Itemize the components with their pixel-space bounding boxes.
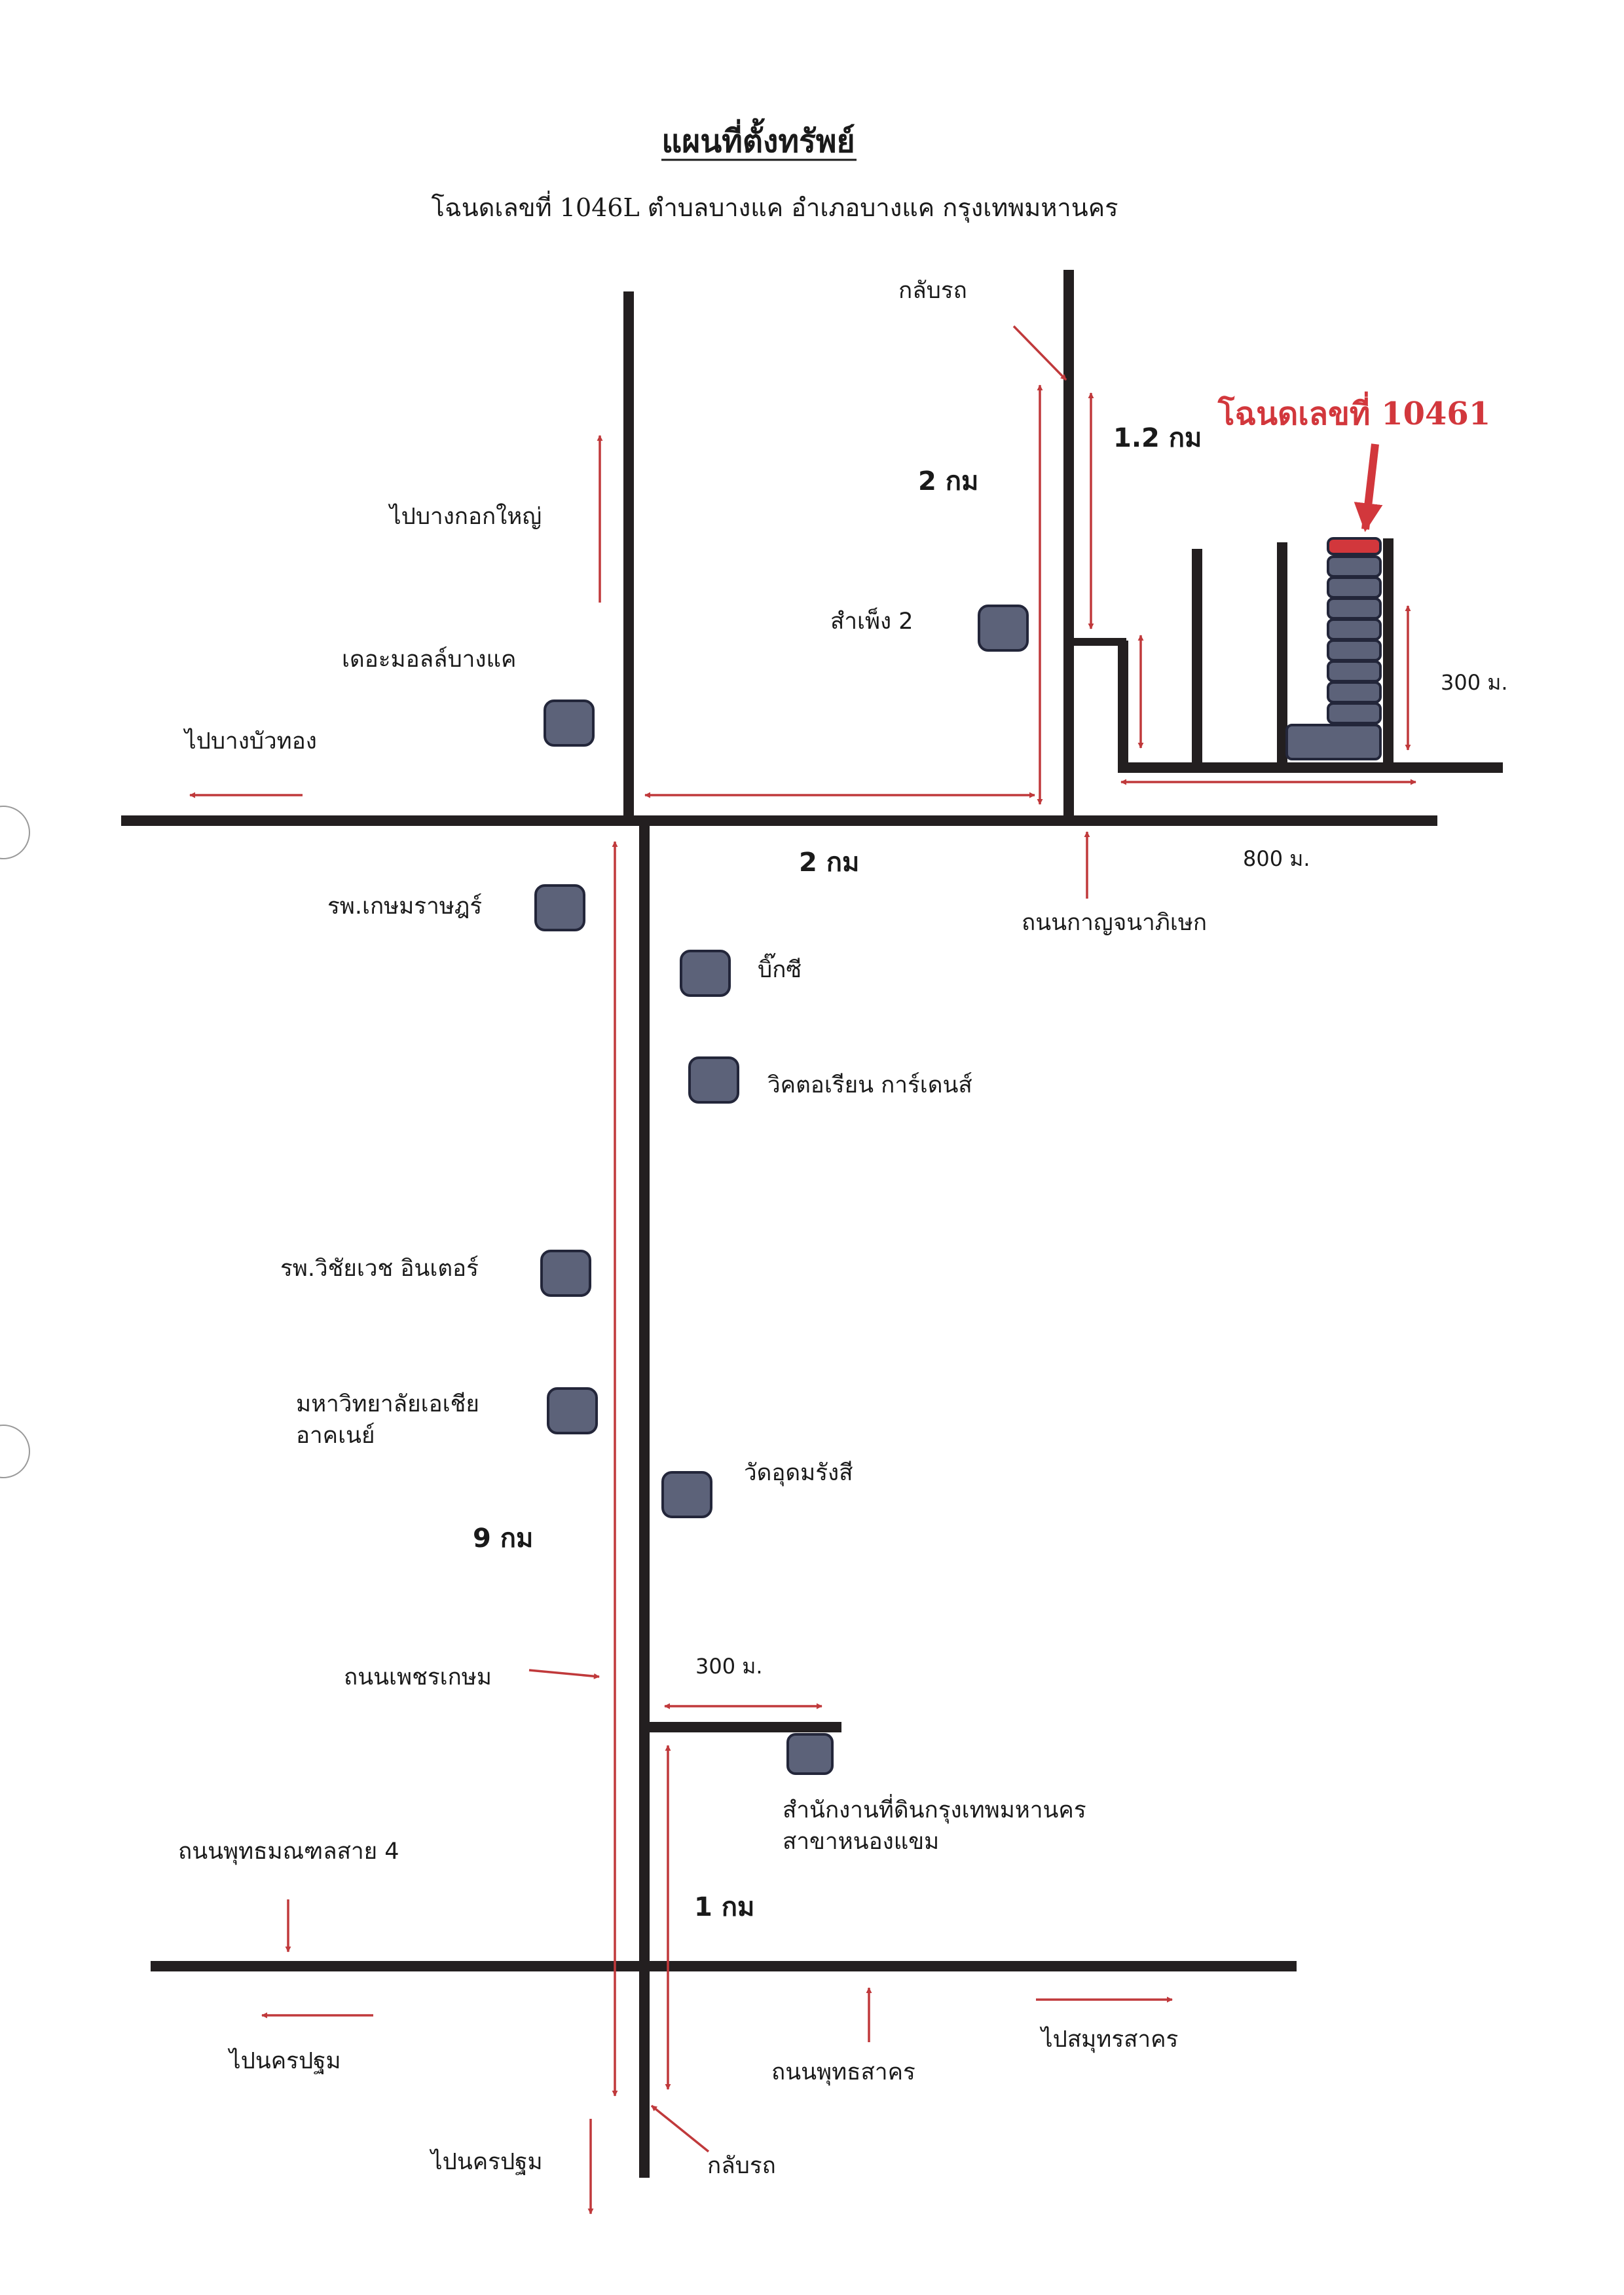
- kanchanaphisek-label: ถนนกาญจนาภิเษก: [1022, 910, 1207, 936]
- dist-2km-horizontal-label: 2 กม: [799, 848, 859, 878]
- dist-9km-label: 9 กม: [473, 1523, 533, 1554]
- bigc-label: บิ๊กซี: [758, 952, 802, 983]
- dist-300m-right-label: 300 ม.: [1441, 670, 1508, 695]
- land-office-marker: [786, 1733, 834, 1775]
- target-plot-8: [1327, 681, 1382, 703]
- target-plot-9: [1327, 702, 1382, 724]
- asian-univ-label-line: อาคเนย์: [296, 1423, 375, 1449]
- map-subtitle: โฉนดเลขที่ 1046L ตำบลบางแค อำเภอบางแค กร…: [431, 191, 1118, 223]
- land-office-label: สำนักงานที่ดินกรุงเทพมหานคร สาขาหนองแขม: [783, 1794, 1094, 1855]
- sampeng2-label: สำเพ็ง 2: [830, 607, 913, 635]
- target-plot-2: [1327, 555, 1382, 578]
- phutthamonthon-label: ถนนพุทธมณฑลสาย 4: [178, 1838, 399, 1865]
- target-plot-5: [1327, 618, 1382, 641]
- target-parcel: [1285, 537, 1382, 760]
- to-bang-bua-thong-label: ไปบางบัวทอง: [183, 728, 317, 755]
- vichaivej-label: รพ.วิชัยเวช อินเตอร์: [280, 1256, 479, 1282]
- to-bang-kok-yai-label: ไปบางกอกใหญ่: [388, 503, 542, 530]
- dist-800m-label: 800 ม.: [1243, 846, 1310, 871]
- kasemrad-marker: [534, 884, 585, 931]
- labels: กลับรถ ไปบางกอกใหญ่ ไปบางบัวทอง ถนนกาญจน…: [178, 278, 1207, 2179]
- land-office-label-line: สำนักงานที่ดินกรุงเทพมหานคร: [783, 1794, 1086, 1823]
- distance-labels: 1.2 กม 2 กม 2 กม 300 ม. 800 ม. 9 กม 300 …: [473, 423, 1508, 1922]
- roads: [121, 270, 1503, 2178]
- land-office-label-line: สาขาหนองแขม: [783, 1829, 939, 1855]
- phutthasakhon-label: ถนนพุทธสาคร: [771, 2059, 915, 2085]
- target-plot-3: [1327, 576, 1382, 599]
- to-samut-sakhon-label: ไปสมุทรสาคร: [1039, 2026, 1178, 2053]
- the-mall-marker: [544, 700, 595, 747]
- to-nakhon-pathom-left-label: ไปนครปฐม: [227, 2047, 341, 2074]
- asian-univ-marker: [547, 1387, 598, 1434]
- u-turn-top-label: กลับรถ: [898, 278, 967, 304]
- sampeng2-marker: [978, 605, 1029, 652]
- landmark-labels: สำเพ็ง 2 เดอะมอลล์บางแค รพ.เกษมราษฎร์ บิ…: [280, 607, 1094, 1855]
- asian-univ-label: มหาวิทยาลัยเอเชีย อาคเนย์: [296, 1391, 487, 1449]
- dist-2km-vertical-label: 2 กม: [918, 466, 978, 496]
- landmark-markers: [534, 605, 1029, 1775]
- dist-1-2km-label: 1.2 กม: [1113, 423, 1202, 453]
- phetkasem-arrow: [528, 1669, 600, 1679]
- target-plot-4: [1327, 597, 1382, 620]
- the-mall-label: เดอะมอลล์บางแค: [342, 646, 516, 673]
- u-turn-bottom-label: กลับรถ: [707, 2153, 776, 2179]
- asian-univ-label-line: มหาวิทยาลัยเอเชีย: [296, 1391, 479, 1417]
- kasemrad-label: รพ.เกษมราษฎร์: [327, 893, 482, 920]
- u-turn-bottom-arrow: [650, 2104, 710, 2153]
- victorian-label: วิคตอเรียน การ์เดนส์: [767, 1072, 972, 1098]
- dist-300m-bottom-label: 300 ม.: [695, 1654, 763, 1679]
- to-nakhon-pathom-down-label: ไปนครปฐม: [429, 2148, 543, 2175]
- wat-udom-marker: [661, 1471, 712, 1518]
- vichaivej-marker: [540, 1250, 591, 1297]
- bigc-marker: [680, 950, 731, 997]
- target-pointer-arrow: [1354, 443, 1383, 532]
- phetkasem-label: ถนนเพชรเกษม: [344, 1664, 492, 1690]
- target-plot-7: [1327, 660, 1382, 682]
- u-turn-top-arrow: [1012, 325, 1067, 381]
- dist-1km-label: 1 กม: [694, 1892, 754, 1922]
- wat-udom-label: วัดอุดมรังสี: [744, 1460, 853, 1486]
- target-plot-6: [1327, 639, 1382, 662]
- target-plot-base: [1285, 724, 1382, 760]
- target-plot-1: [1327, 537, 1382, 555]
- arrows: [189, 325, 1416, 2214]
- target-label: โฉนดเลขที่ 10461: [1217, 391, 1490, 432]
- map-title: แผนที่ตั้งทรัพย์: [661, 118, 855, 160]
- victorian-marker: [688, 1056, 739, 1104]
